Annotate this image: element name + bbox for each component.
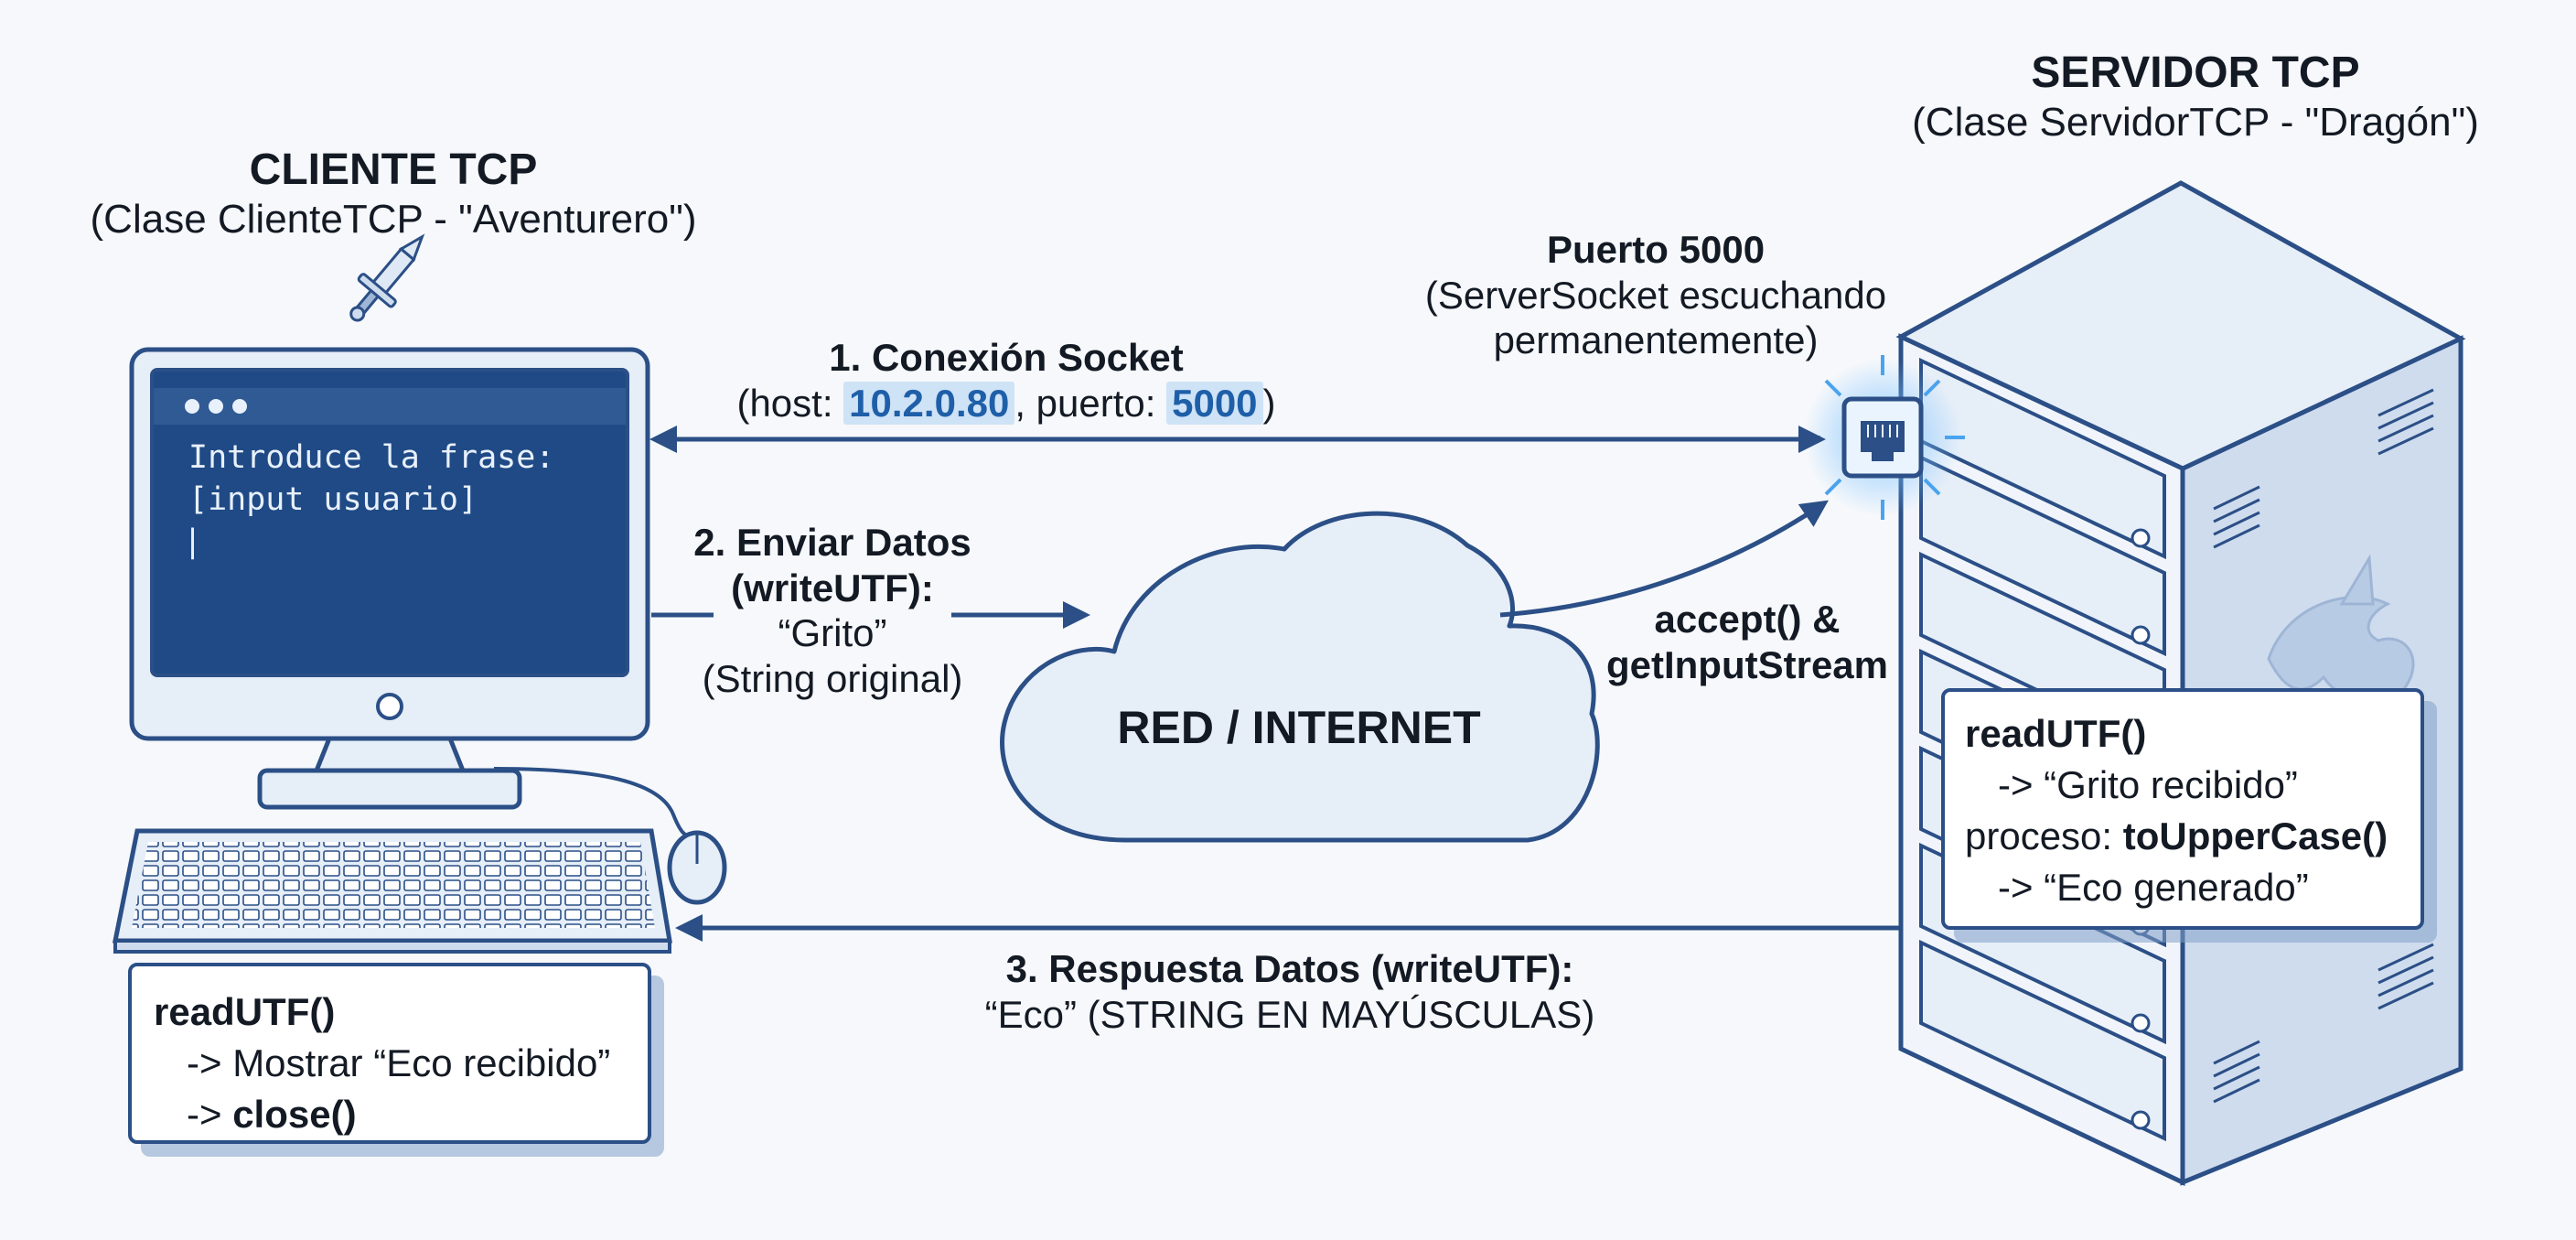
- terminal-input: [input usuario]: [188, 481, 478, 518]
- monitor-icon: [129, 347, 650, 810]
- step-send-desc: (String original): [702, 656, 963, 700]
- keyboard-icon: [112, 828, 672, 954]
- step-connection-label: 1. Conexión Socket (host: 10.2.0.80, pue…: [677, 335, 1336, 426]
- step-connection-title: 1. Conexión Socket: [829, 336, 1184, 379]
- port-desc-line1: (ServerSocket escuchando: [1424, 273, 1887, 317]
- accept-line2: getInputStream: [1605, 642, 1889, 686]
- server-title: SERVIDOR TCP: [2031, 49, 2360, 97]
- step-connection-details: (host: 10.2.0.80, puerto: 5000): [736, 381, 1276, 425]
- sword-icon: [349, 233, 425, 322]
- accept-line1: accept() &: [1654, 598, 1841, 641]
- port-label: Puerto 5000 (ServerSocket escuchando per…: [1409, 227, 1903, 363]
- client-subtitle: (Clase ClienteTCP - "Aventurero"): [90, 197, 697, 242]
- client-process-read: readUTF(): [154, 990, 336, 1033]
- step-response-title: 3. Respuesta Datos (writeUTF):: [1005, 947, 1574, 990]
- client-process-close: -> close(): [187, 1092, 357, 1136]
- port-value: 5000: [1166, 381, 1263, 425]
- server-process-received: -> “Grito recibido”: [1998, 762, 2298, 806]
- server-process-read: readUTF(): [1965, 712, 2147, 755]
- step-send-title: 2. Enviar Datos: [693, 521, 971, 564]
- mouse-icon: [493, 767, 727, 905]
- step-response-label: 3. Respuesta Datos (writeUTF): “Eco” (ST…: [942, 946, 1637, 1037]
- cloud-icon: [1000, 511, 1600, 843]
- server-process-transform: proceso: toUpperCase(): [1965, 814, 2388, 857]
- step-response-payload: “Eco” (STRING EN MAYÚSCULAS): [984, 992, 1595, 1036]
- step-send-method: (writeUTF):: [731, 566, 934, 609]
- server-process-box: readUTF() -> “Grito recibido” proceso: t…: [1941, 688, 2424, 930]
- dragon-icon: [2267, 554, 2415, 705]
- port-title: Puerto 5000: [1546, 228, 1766, 271]
- client-process-box: readUTF() -> Mostrar “Eco recibido” -> c…: [128, 963, 651, 1144]
- client-process-show: -> Mostrar “Eco recibido”: [187, 1041, 611, 1084]
- terminal-prompt: Introduce la frase:: [188, 439, 555, 476]
- step-send-label: 2. Enviar Datos (writeUTF): “Grito” (Str…: [677, 520, 988, 701]
- host-value: 10.2.0.80: [843, 381, 1015, 425]
- accept-label: accept() & getInputStream: [1573, 597, 1921, 687]
- terminal-cursor: |: [183, 523, 203, 560]
- step-send-payload: “Grito”: [778, 611, 887, 655]
- port-desc-line2: permanentemente): [1493, 318, 1819, 362]
- arrow-accept: [1499, 500, 1829, 618]
- client-title: CLIENTE TCP: [249, 146, 538, 194]
- network-label: RED / INTERNET: [1117, 702, 1481, 753]
- server-process-generated: -> “Eco generado”: [1998, 865, 2309, 909]
- server-subtitle: (Clase ServidorTCP - "Dragón"): [1912, 100, 2479, 145]
